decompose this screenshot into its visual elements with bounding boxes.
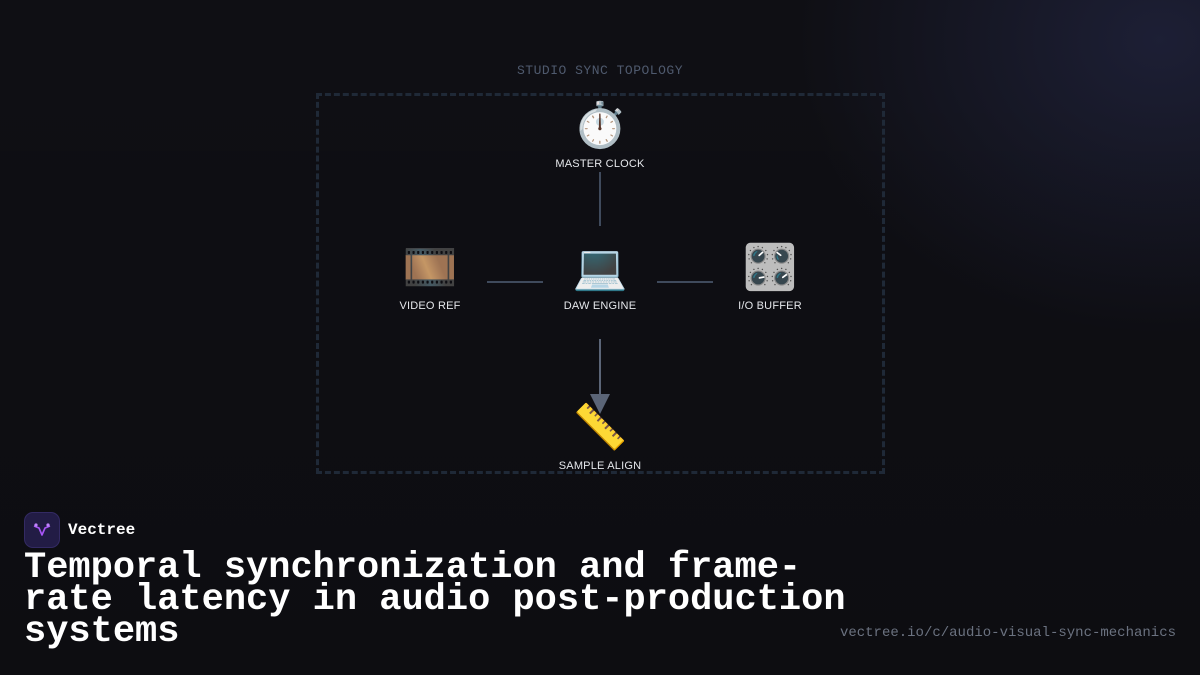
brand[interactable]: Vectree (24, 512, 135, 548)
vectree-logo-icon (24, 512, 60, 548)
brand-name: Vectree (68, 521, 136, 539)
node-master-clock: ⏱️ MASTER CLOCK (530, 100, 670, 170)
node-label: MASTER CLOCK (555, 158, 645, 170)
node-io-buffer: 🎛️ I/O BUFFER (700, 242, 840, 312)
node-label: DAW ENGINE (563, 300, 637, 312)
control-knobs-icon: 🎛️ (742, 242, 798, 293)
source-url[interactable]: vectree.io/c/audio-visual-sync-mechanics (839, 625, 1176, 641)
node-daw-engine: 💻 DAW ENGINE (530, 242, 670, 312)
node-label: VIDEO REF (399, 300, 461, 312)
stopwatch-icon: ⏱️ (572, 100, 628, 151)
node-label: I/O BUFFER (738, 300, 802, 312)
node-video-ref: 🎞️ VIDEO REF (360, 242, 500, 312)
film-frames-icon: 🎞️ (402, 242, 458, 293)
ruler-icon: 📏 (572, 402, 628, 453)
diagram-frame (316, 93, 885, 474)
node-sample-align: 📏 SAMPLE ALIGN (530, 402, 670, 472)
page-title: Temporal synchronization and frame-rate … (24, 547, 846, 653)
node-label: SAMPLE ALIGN (558, 460, 642, 472)
laptop-icon: 💻 (572, 242, 628, 293)
diagram-title: STUDIO SYNC TOPOLOGY (516, 63, 684, 78)
